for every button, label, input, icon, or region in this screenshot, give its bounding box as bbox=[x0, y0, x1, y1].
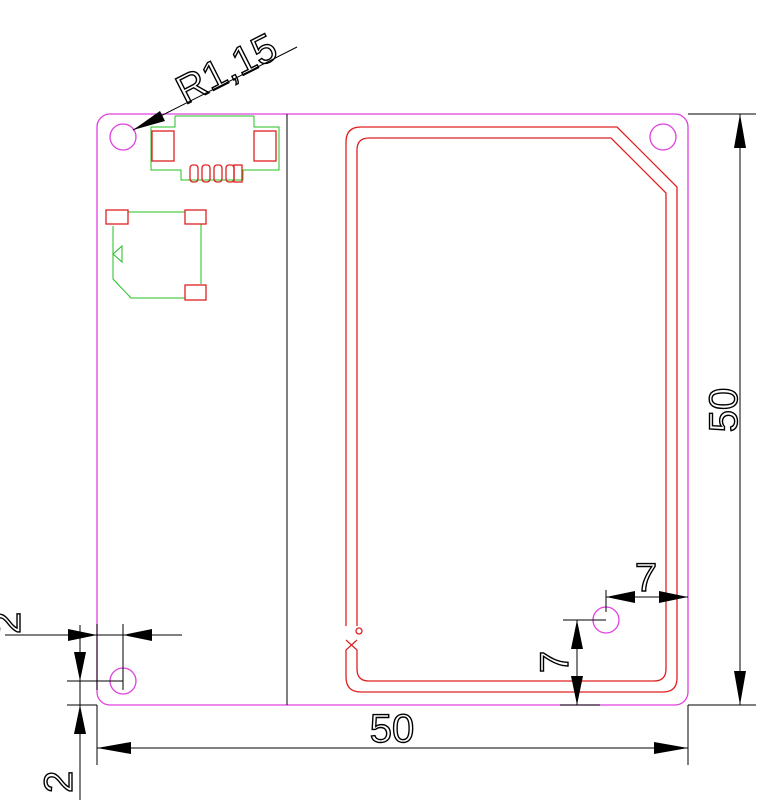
chip-pad-1 bbox=[105, 209, 129, 225]
width-label: 50 bbox=[370, 707, 415, 751]
chip-pad-2 bbox=[184, 209, 207, 225]
right-hole-offset-x-dimension: 7 bbox=[605, 555, 688, 612]
right-hole-offset-x-label: 7 bbox=[635, 556, 657, 600]
right-hole-offset-y-label: 7 bbox=[533, 651, 577, 673]
board-outline bbox=[96, 113, 689, 706]
antenna-coil bbox=[345, 126, 678, 693]
height-label: 50 bbox=[702, 388, 746, 433]
hole-offset-left-dimension: 2 bbox=[0, 611, 182, 690]
mounting-hole-top-right bbox=[649, 123, 677, 151]
height-dimension: 50 bbox=[688, 113, 756, 706]
usb-pad-left bbox=[151, 130, 175, 162]
hole-offset-left-label: 2 bbox=[0, 612, 29, 634]
right-hole-offset-y-dimension: 7 bbox=[532, 619, 606, 706]
usb-connector-footprint bbox=[150, 115, 280, 183]
antenna-feed-point bbox=[355, 627, 363, 635]
chip-footprint bbox=[105, 209, 207, 301]
usb-pad-right bbox=[253, 130, 277, 162]
hole-offset-bottom-label: 2 bbox=[37, 771, 81, 793]
chip-pad-3 bbox=[184, 284, 207, 301]
width-dimension: 50 bbox=[96, 705, 689, 765]
radius-label: R1,15 bbox=[169, 25, 284, 113]
hole-offset-bottom-dimension: 2 bbox=[36, 625, 123, 800]
mounting-hole-top-left bbox=[109, 123, 137, 151]
